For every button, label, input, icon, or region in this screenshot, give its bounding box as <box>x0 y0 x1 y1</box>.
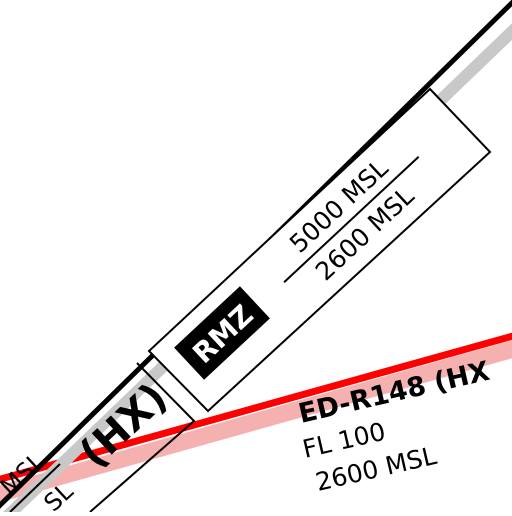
rmz-limit-divider <box>283 155 420 283</box>
hx-label-box <box>89 362 196 513</box>
restricted-area-boundary <box>0 332 512 483</box>
partial-limit-divider <box>9 463 61 513</box>
restricted-area-band <box>0 340 512 503</box>
